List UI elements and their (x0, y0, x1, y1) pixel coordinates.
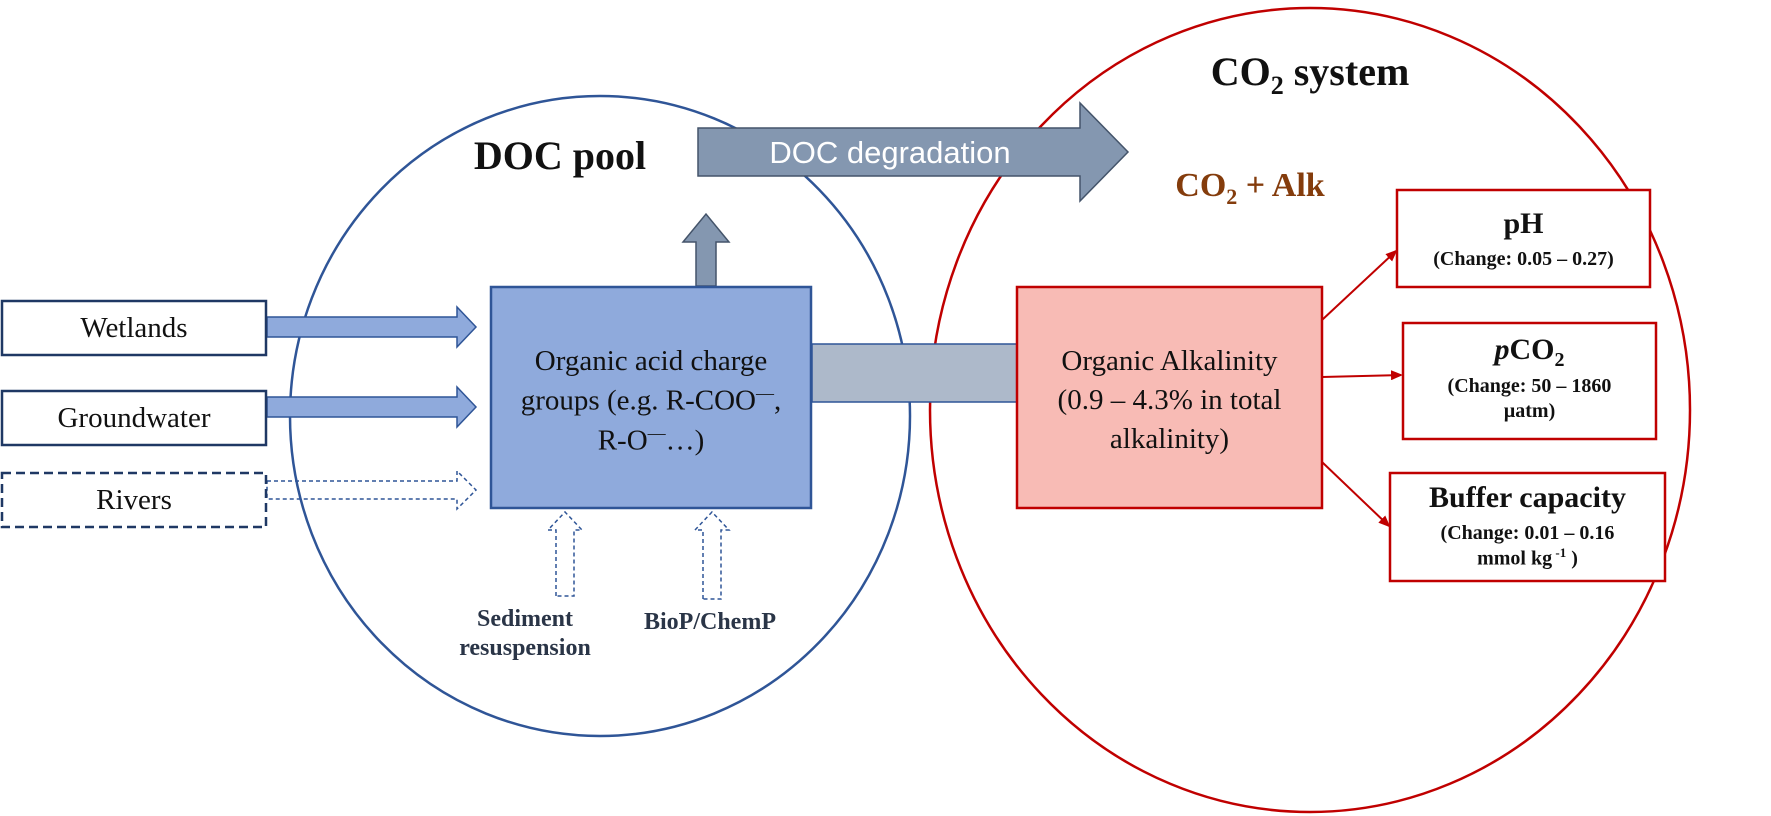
wetlands-box (0, 299, 268, 357)
doc-pool-title: DOC pool (473, 133, 647, 178)
organic-alkalinity-box (1015, 285, 1324, 510)
organic-alkalinity-text: Organic Alkalinity (0.9 – 4.3% in total … (1057, 345, 1282, 456)
doc-degradation-arrow (697, 101, 1130, 203)
sediment-resuspension-label: Sediment resuspension (459, 606, 591, 662)
pco2-box (1401, 321, 1658, 441)
ph-box (1395, 188, 1652, 289)
ph-arrow (1321, 249, 1398, 321)
connector-band (811, 343, 1018, 403)
buffer-arrow (1321, 461, 1391, 528)
buffer-box-text: Buffer capacity (Change: 0.01 – 0.16 mmo… (1429, 481, 1626, 570)
groundwater-label: Groundwater (57, 402, 211, 434)
organic-acid-box (489, 285, 813, 510)
wetlands-label: Wetlands (80, 312, 188, 344)
wetlands-arrow (266, 305, 478, 349)
rivers-box (0, 471, 268, 529)
rivers-label: Rivers (96, 484, 172, 516)
up-arrow (681, 212, 731, 287)
groundwater-arrow (266, 385, 478, 429)
pco2-arrow (1321, 370, 1403, 381)
rivers-arrow (266, 469, 478, 511)
co2-system-circle (928, 6, 1692, 814)
co2-alk-label: CO2 + Alk (1175, 167, 1325, 209)
pco2-box-text: pCO2 (Change: 50 – 1860 µatm) (1447, 333, 1612, 422)
groundwater-box (0, 389, 268, 447)
co2-system-title: CO2 system (1210, 49, 1410, 100)
biop-input-arrow (693, 510, 731, 600)
ph-box-text: pH (Change: 0.05 – 0.27) (1433, 207, 1614, 270)
doc-degradation-label: DOC degradation (769, 135, 1011, 170)
biop-chemp-label: BioP/ChemP (644, 609, 776, 635)
sediment-input-arrow (546, 510, 584, 597)
buffer-box (1388, 471, 1667, 583)
organic-acid-text: Organic acid charge groups (e.g. R-COO―,… (520, 345, 782, 457)
